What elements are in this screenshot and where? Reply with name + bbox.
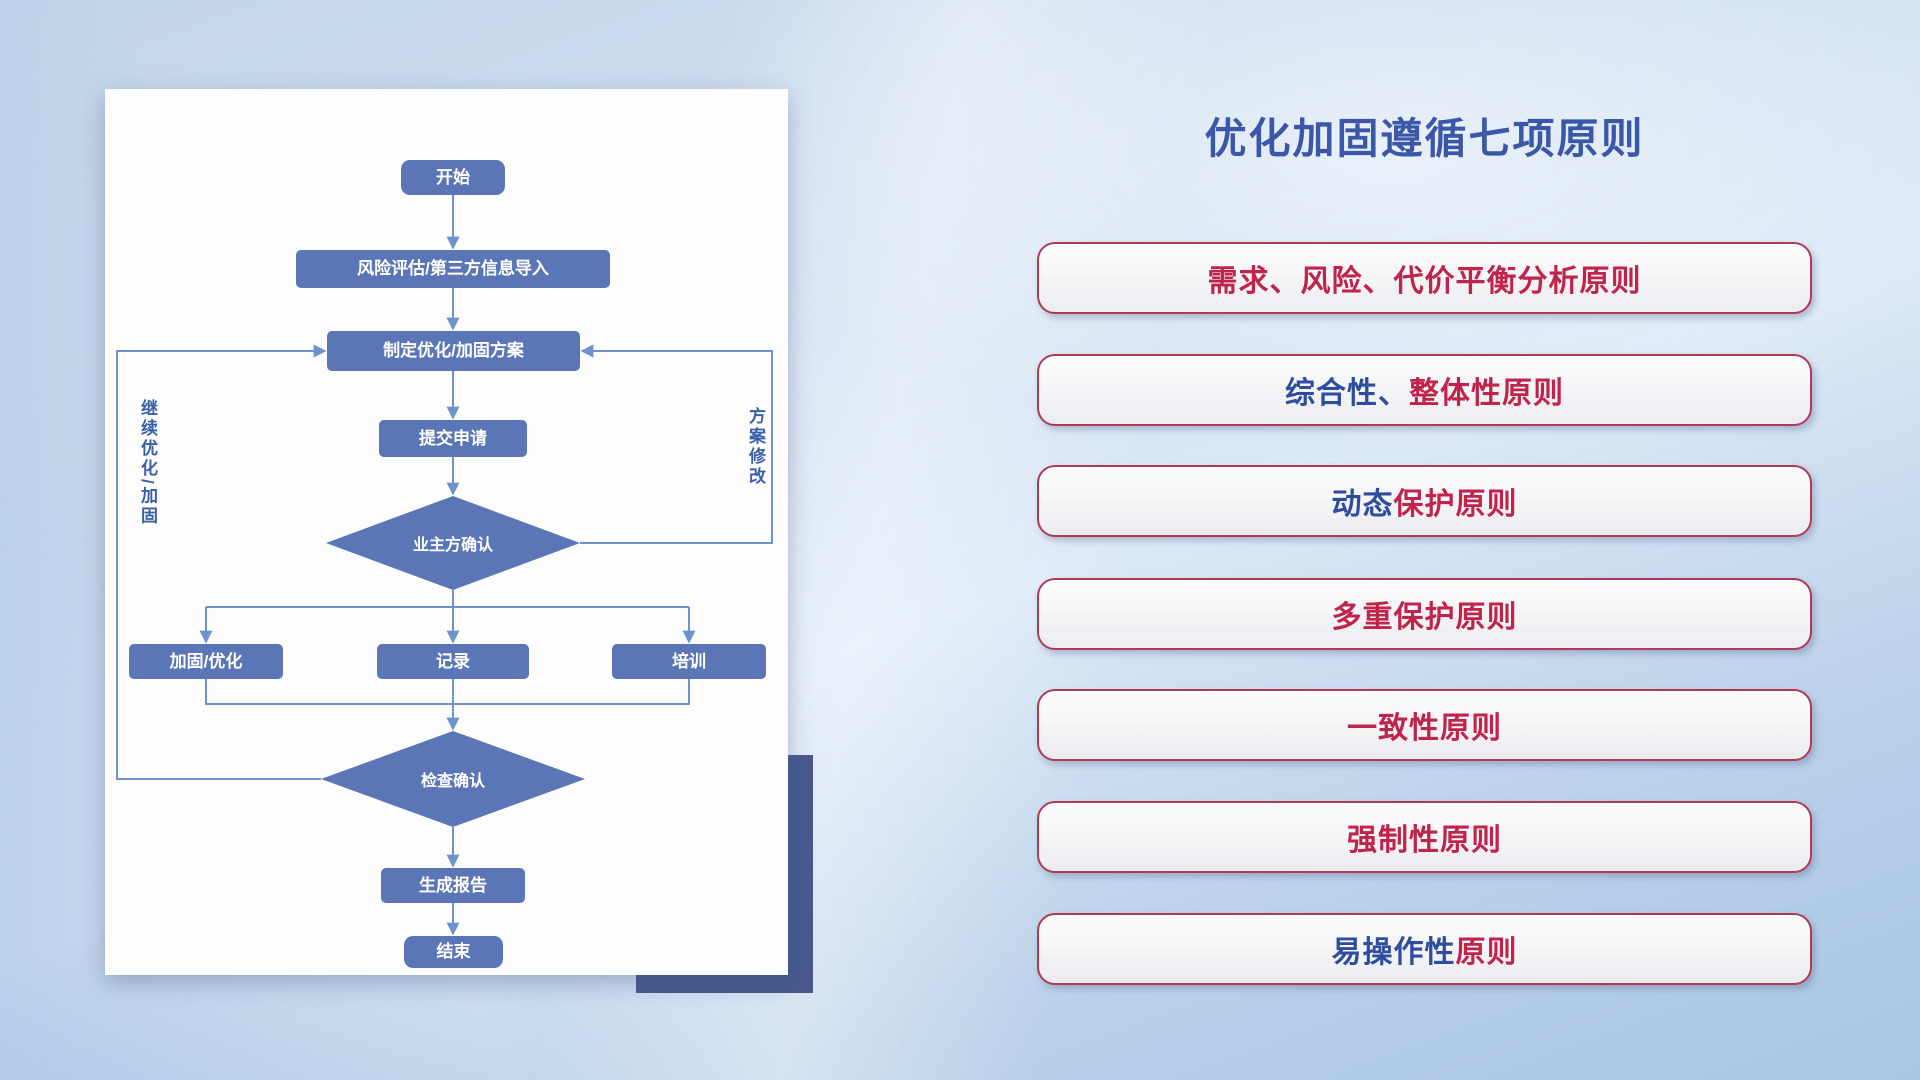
principle-3-text-red: 保护原则 <box>1393 488 1518 521</box>
flow-node-submit: 提交申请 <box>379 420 527 457</box>
flowchart-connectors <box>116 195 773 936</box>
page-title: 优化加固遵循七项原则 <box>1204 115 1645 162</box>
flow-node-risk-import: 风险评估/第三方信息导入 <box>296 250 610 288</box>
principle-4-text-red: 多重保护原则 <box>1331 601 1518 634</box>
flow-node-report: 生成报告 <box>381 868 525 903</box>
flow-node-train: 培训 <box>612 644 766 679</box>
principle-1-text-red: 需求、风险、代价平衡分析原则 <box>1207 265 1642 298</box>
principle-6-text-red: 强制性原则 <box>1347 824 1502 857</box>
flowchart-card: 开始 风险评估/第三方信息导入 制定优化/加固方案 提交申请 业主方确认 加固/… <box>105 89 788 975</box>
principle-box-2: 综合性、整体性原则 <box>1037 354 1812 426</box>
flow-node-start: 开始 <box>401 160 505 195</box>
principle-5-text-red: 一致性原则 <box>1347 712 1502 745</box>
flow-node-harden: 加固/优化 <box>129 644 283 679</box>
loop-label-plan-modify: 方案修改 <box>746 407 765 487</box>
principle-2-text-red: 整体性原则 <box>1409 377 1564 410</box>
principle-box-4: 多重保护原则 <box>1037 578 1812 650</box>
flow-node-end: 结束 <box>404 936 503 968</box>
principle-box-3: 动态保护原则 <box>1037 465 1812 537</box>
principle-box-7: 易操作性原则 <box>1037 913 1812 985</box>
flow-node-make-plan: 制定优化/加固方案 <box>327 331 580 371</box>
principle-7-text-red: 原则 <box>1455 936 1518 969</box>
principle-2-text-blue: 综合性、 <box>1285 377 1409 410</box>
principle-box-1: 需求、风险、代价平衡分析原则 <box>1037 242 1812 314</box>
principle-3-text-blue: 动态 <box>1331 488 1394 521</box>
principle-box-6: 强制性原则 <box>1037 801 1812 873</box>
loop-label-continue-optimize: 继续优化/加固 <box>138 399 157 527</box>
flow-node-record: 记录 <box>377 644 529 679</box>
principle-7-text-blue: 易操作性 <box>1331 936 1456 969</box>
principle-box-5: 一致性原则 <box>1037 689 1812 761</box>
